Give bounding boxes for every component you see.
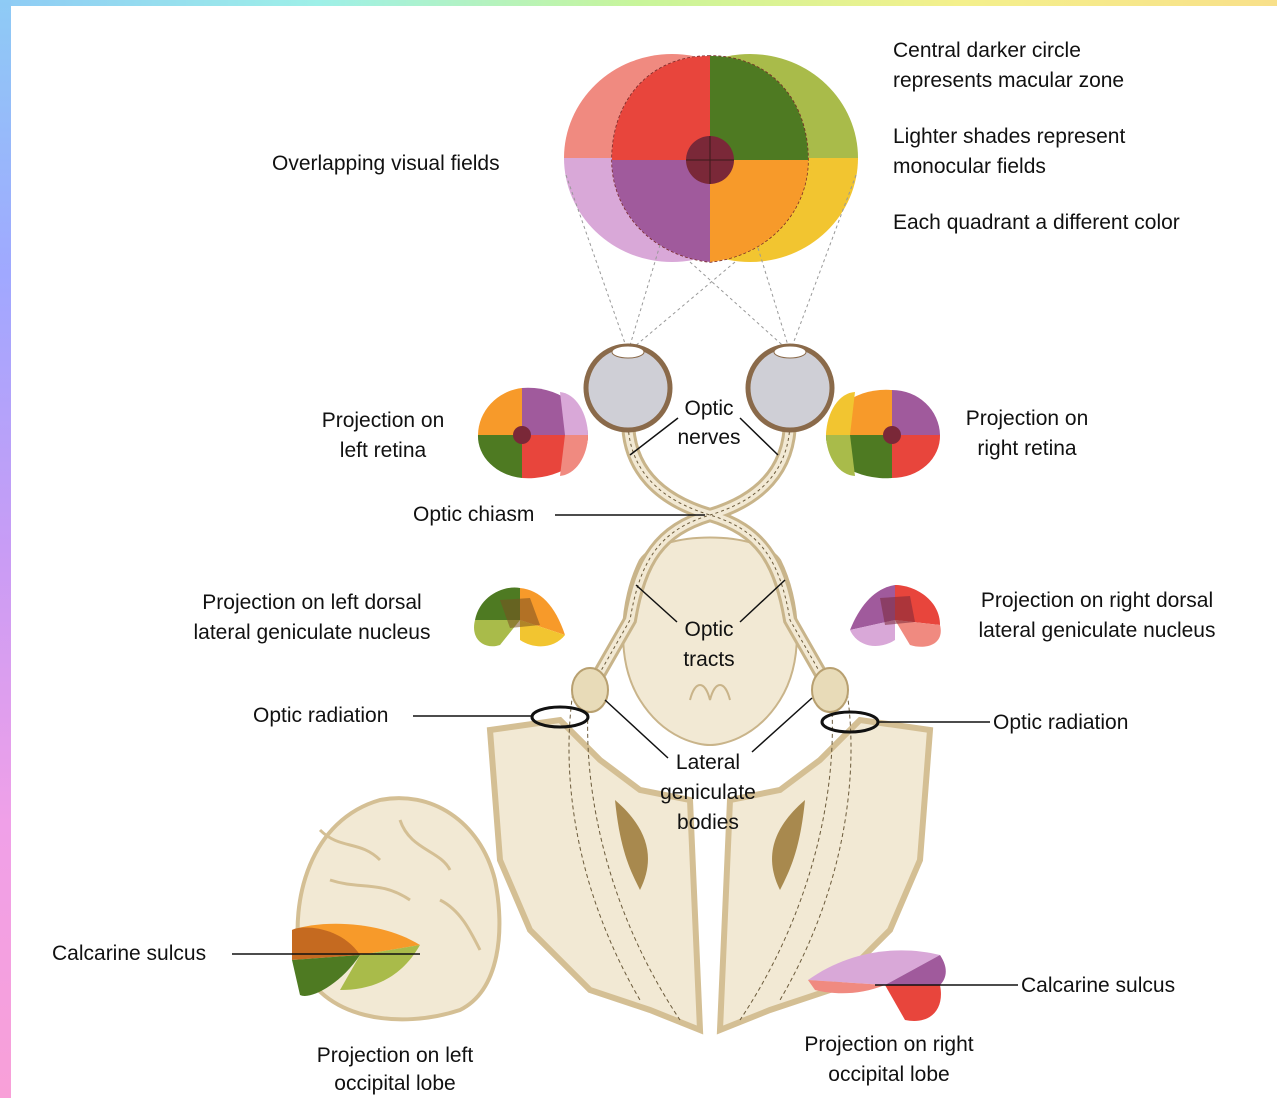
right-retina-label-line1: Projection on (952, 404, 1102, 433)
left-occipital-label-line2: occipital lobe (290, 1069, 500, 1098)
right-occipital-label-line2: occipital lobe (784, 1060, 994, 1089)
lgb-label-line2: geniculate (643, 778, 773, 807)
optic-tracts-label-line2: tracts (664, 645, 754, 674)
optic-tracts-label-line1: Optic (664, 615, 754, 644)
right-lgn-projection (850, 585, 941, 647)
left-lgn-label-line1: Projection on left dorsal (172, 588, 452, 617)
lighter-shades-label-line1: Lighter shades represent (893, 122, 1125, 151)
left-retina-label-line2: left retina (310, 436, 456, 465)
right-lgn-label-line1: Projection on right dorsal (957, 586, 1237, 615)
left-occipital-label-line1: Projection on left (290, 1041, 500, 1070)
central-circle-label-line2: represents macular zone (893, 66, 1124, 95)
optic-nerves-label-line2: nerves (664, 423, 754, 452)
lgb-label-line1: Lateral (643, 748, 773, 777)
lighter-shades-label-line2: monocular fields (893, 152, 1046, 181)
overlapping-visual-fields-label: Overlapping visual fields (272, 149, 500, 178)
central-circle-label-line1: Central darker circle (893, 36, 1081, 65)
right-lgn-label-line2: lateral geniculate nucleus (957, 616, 1237, 645)
optic-nerves-label-line1: Optic (664, 394, 754, 423)
lgb-label-line3: bodies (643, 808, 773, 837)
right-occipital-label-line1: Projection on right (784, 1030, 994, 1059)
left-eyeball (586, 346, 670, 430)
right-eyeball (748, 346, 832, 430)
right-retina-projection (826, 390, 940, 478)
left-lgn-projection (474, 587, 565, 646)
right-retina-label-line2: right retina (952, 434, 1102, 463)
left-calcarine-sulcus-label: Calcarine sulcus (52, 939, 206, 968)
left-lgn-label-line2: lateral geniculate nucleus (172, 618, 452, 647)
left-optic-radiation-label: Optic radiation (253, 701, 388, 730)
left-retina-projection (478, 388, 588, 478)
overlapping-visual-fields (560, 50, 860, 268)
right-lateral-geniculate-body (812, 668, 848, 712)
optic-chiasm-label: Optic chiasm (413, 500, 534, 529)
left-occipital-lobe (292, 798, 499, 1019)
quadrant-color-label: Each quadrant a different color (893, 208, 1180, 237)
right-calcarine-sulcus-label: Calcarine sulcus (1021, 971, 1175, 1000)
left-lateral-geniculate-body (572, 668, 608, 712)
right-optic-radiation-label: Optic radiation (993, 708, 1128, 737)
left-retina-label-line1: Projection on (310, 406, 456, 435)
